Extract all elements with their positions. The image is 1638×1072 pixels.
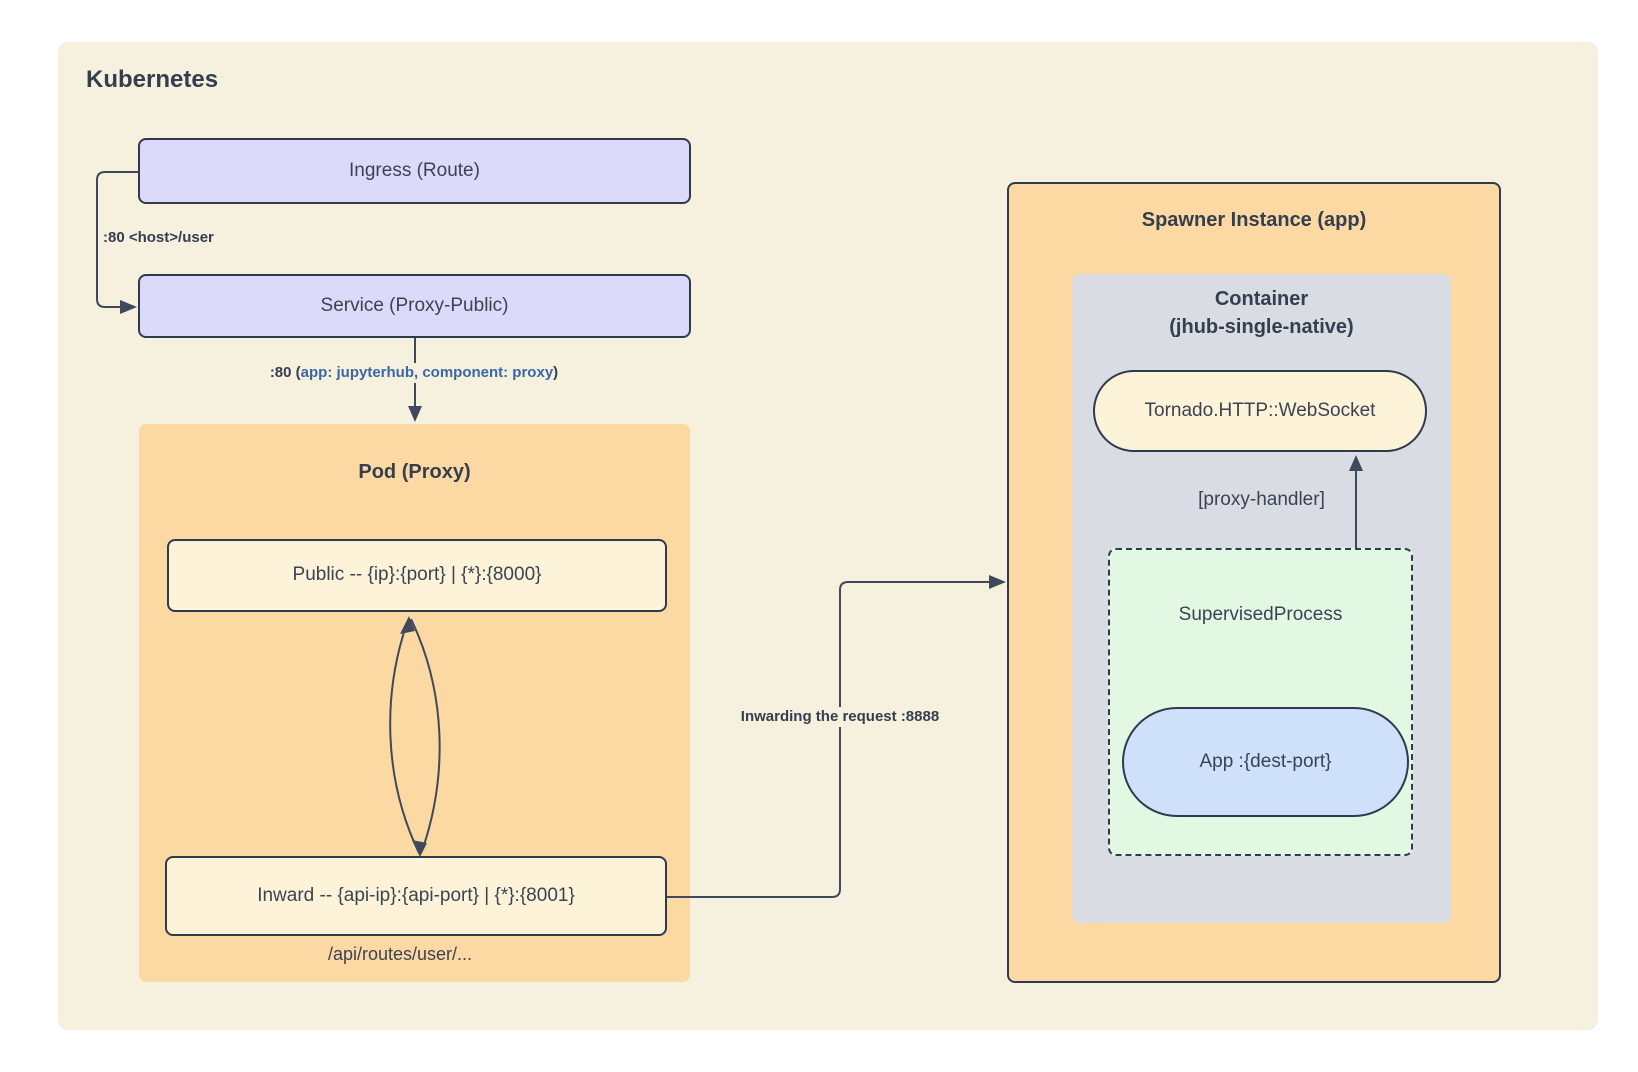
node-container-title-line2: (jhub-single-native) — [1169, 316, 1354, 338]
node-public-label: Public -- {ip}:{port} | {*}:{8000} — [292, 564, 542, 586]
edge-label-host-user: :80 <host>/user — [103, 229, 214, 246]
edge-label-service-pod-selector: app: jupyterhub, component: proxy — [300, 364, 554, 381]
node-websocket: Tornado.HTTP::WebSocket — [1093, 370, 1427, 452]
node-pod-title: Pod (Proxy) — [358, 461, 471, 483]
node-ingress-label: Ingress (Route) — [349, 159, 480, 181]
kubernetes-title: Kubernetes — [86, 66, 219, 93]
node-app: App :{dest-port} — [1122, 707, 1409, 817]
node-inward-label: Inward -- {api-ip}:{api-port} | {*}:{800… — [257, 884, 575, 906]
node-websocket-label: Tornado.HTTP::WebSocket — [1144, 399, 1376, 421]
node-service: Service (Proxy-Public) — [138, 274, 691, 338]
routes-note: /api/routes/user/... — [327, 944, 473, 964]
edge-label-service-pod-suffix: ) — [553, 364, 559, 381]
edge-label-service-pod-prefix: :80 ( — [269, 364, 301, 381]
node-service-label: Service (Proxy-Public) — [320, 294, 509, 316]
edge-label-service-pod: :80 (app: jupyterhub, component: proxy) — [254, 363, 574, 383]
node-app-label: App :{dest-port} — [1199, 750, 1332, 772]
node-supervised-process-title: SupervisedProcess — [1178, 604, 1343, 625]
node-container-title-line1: Container — [1214, 288, 1309, 310]
node-ingress: Ingress (Route) — [138, 138, 691, 204]
edge-label-inwarding: Inwarding the request :8888 — [712, 707, 968, 727]
node-public: Public -- {ip}:{port} | {*}:{8000} — [167, 539, 667, 612]
proxy-handler-label: [proxy-handler] — [1198, 489, 1325, 510]
node-inward: Inward -- {api-ip}:{api-port} | {*}:{800… — [165, 856, 667, 936]
node-spawner-title: Spawner Instance (app) — [1141, 209, 1367, 231]
